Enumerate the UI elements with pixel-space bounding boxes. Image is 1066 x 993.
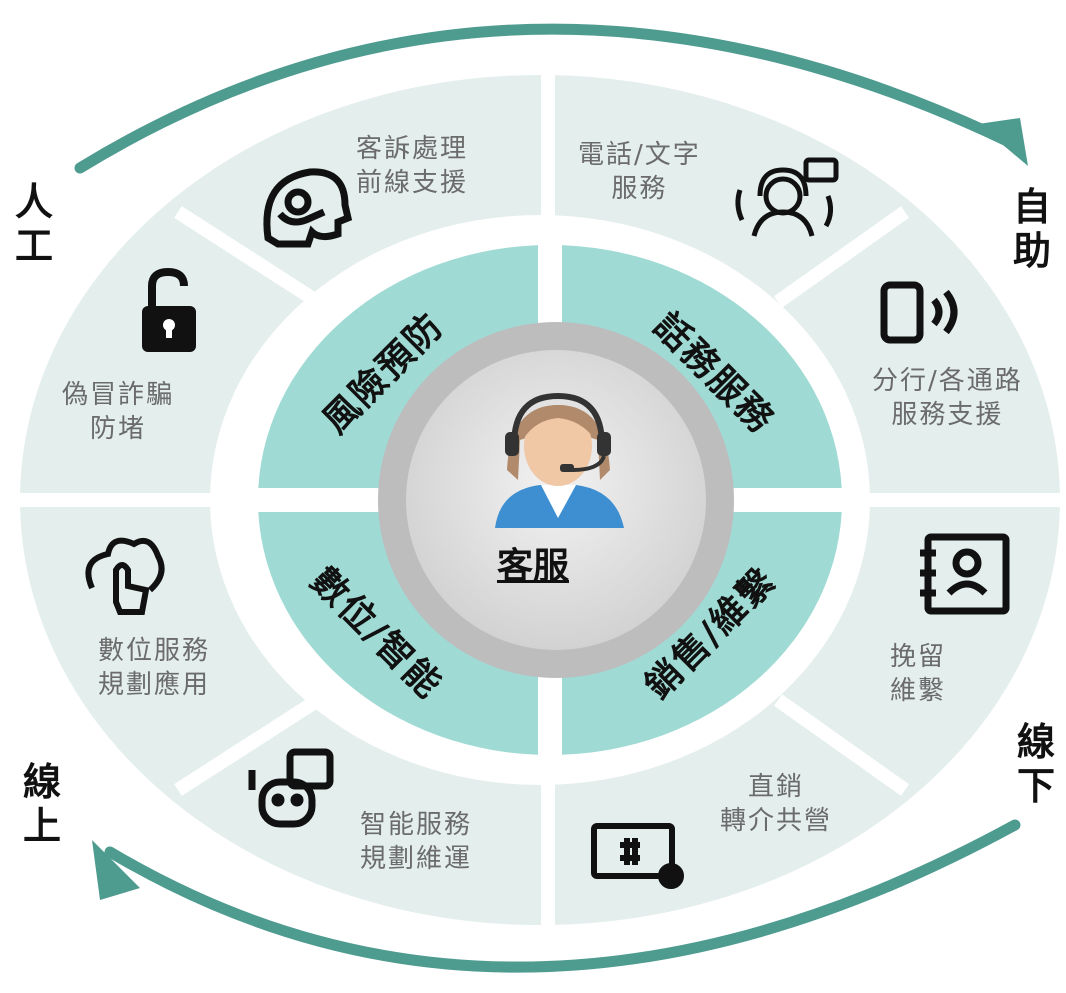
phone-signal-icon — [880, 281, 958, 344]
agent-headset-icon — [495, 392, 624, 528]
side-label-online: 線 上 — [22, 760, 61, 848]
contact-book-icon — [920, 533, 1010, 615]
arc-arrows — [74, 23, 1021, 973]
side-label-manual: 人 工 — [14, 180, 53, 268]
arrow-bottom-head — [92, 840, 140, 900]
service-label-smart-ops: 智能服務 規劃維運 — [360, 810, 473, 874]
service-label-retention: 挽留 維繫 — [890, 642, 947, 706]
chatbot-icon — [248, 748, 334, 828]
service-label-complaint: 客訴處理 前線支援 — [356, 134, 469, 198]
cloud-touch-icon — [85, 537, 165, 615]
arrow-bottom — [104, 819, 1021, 973]
side-label-self-service: 自 助 — [1012, 185, 1051, 273]
service-label-branch-support: 分行/各通路 服務支援 — [872, 366, 1023, 430]
service-label-direct-sales: 直銷 轉介共營 — [720, 772, 833, 836]
head-headset-icon — [263, 168, 353, 248]
arrow-top — [74, 23, 1011, 174]
service-label-fraud: 偽冒詐騙 防堵 — [62, 380, 175, 444]
arrow-top-head — [978, 118, 1028, 166]
service-label-digital-plan: 數位服務 規劃應用 — [98, 636, 211, 700]
support-agent-icon — [735, 157, 839, 237]
side-label-offline: 線 下 — [1016, 720, 1055, 808]
outer-dividers — [20, 70, 1060, 930]
command-gear-icon — [591, 823, 684, 889]
center-label: 客服 — [496, 546, 569, 587]
service-label-phone-text: 電話/文字 服務 — [578, 140, 701, 204]
unlock-icon — [142, 267, 196, 352]
